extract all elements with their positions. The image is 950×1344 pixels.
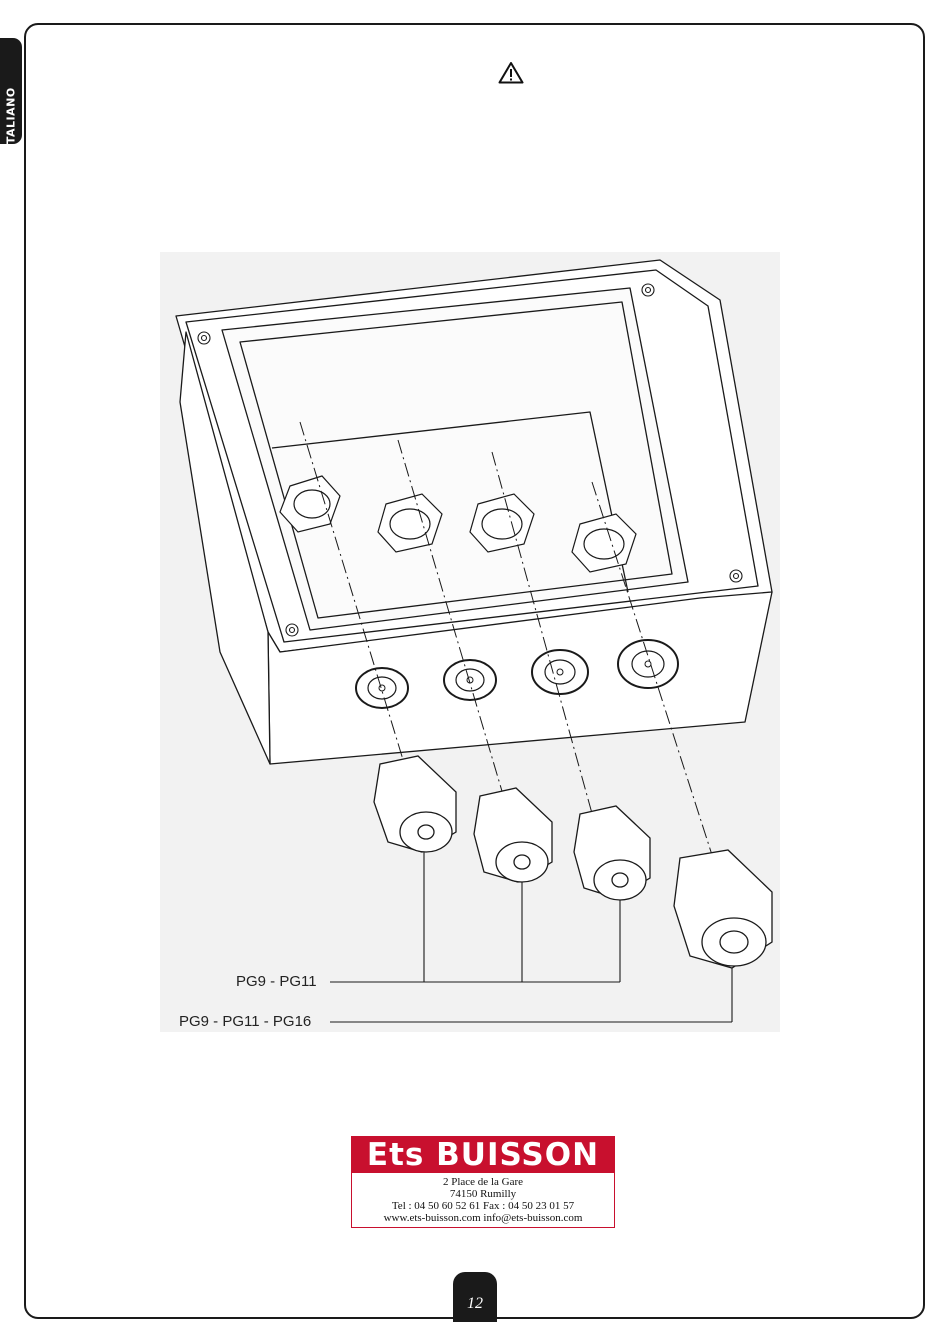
company-logo: Ets BUISSON 2 Place de la Gare 74150 Rum… [351, 1136, 615, 1228]
callout-pg9-pg11-pg16: PG9 - PG11 - PG16 [179, 1013, 311, 1030]
page-number-tab: 12 [453, 1272, 497, 1322]
brand-name: Ets BUISSON [352, 1137, 614, 1173]
warning-icon [498, 61, 524, 84]
language-tab: ITALIANO [0, 38, 22, 144]
junction-box-drawing [160, 252, 780, 1032]
phone-fax: Tel : 04 50 60 52 61 Fax : 04 50 23 01 5… [352, 1200, 614, 1212]
address-line-2: 74150 Rumilly [352, 1188, 614, 1200]
callout-pg9-pg11: PG9 - PG11 [236, 973, 317, 990]
web-email: www.ets-buisson.com info@ets-buisson.com [352, 1212, 614, 1224]
page-number: 12 [453, 1294, 497, 1314]
address-line-1: 2 Place de la Gare [352, 1176, 614, 1188]
language-label: ITALIANO [5, 87, 18, 148]
